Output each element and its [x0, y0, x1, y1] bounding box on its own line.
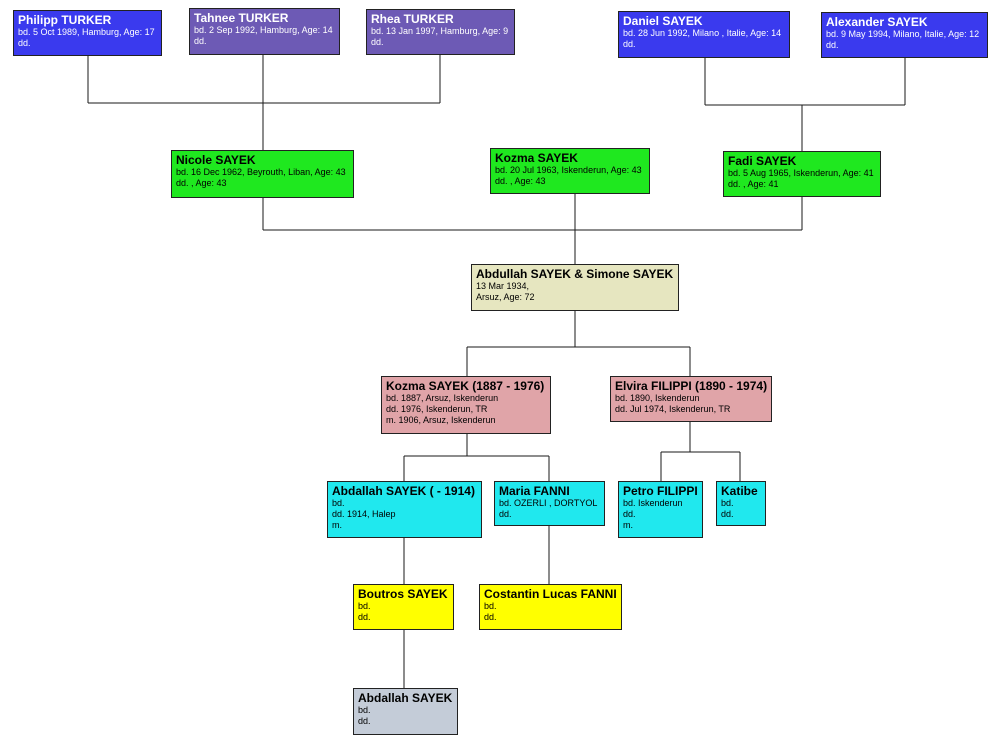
person-box-tahnee-turker[interactable]: Tahnee TURKER bd. 2 Sep 1992, Hamburg, A… [189, 8, 340, 55]
person-box-nicole-sayek[interactable]: Nicole SAYEK bd. 16 Dec 1962, Beyrouth, … [171, 150, 354, 198]
person-name: Costantin Lucas FANNI [484, 587, 617, 601]
person-detail: bd. [332, 498, 345, 508]
person-detail: dd. Jul 1974, Iskenderun, TR [615, 404, 731, 414]
person-detail: m. 1906, Arsuz, Iskenderun [386, 415, 496, 425]
person-detail: bd. [358, 601, 371, 611]
person-detail: m. [332, 520, 342, 530]
person-box-boutros-sayek[interactable]: Boutros SAYEK bd. dd. [353, 584, 454, 630]
person-box-katibe[interactable]: Katibe bd. dd. [716, 481, 766, 526]
person-box-rhea-turker[interactable]: Rhea TURKER bd. 13 Jan 1997, Hamburg, Ag… [366, 9, 515, 55]
person-detail: dd. [623, 509, 636, 519]
person-detail: bd. 20 Jul 1963, Iskenderun, Age: 43 [495, 165, 642, 175]
person-name: Elvira FILIPPI (1890 - 1974) [615, 379, 768, 393]
person-detail: bd. 9 May 1994, Milano, Italie, Age: 12 [826, 29, 980, 39]
person-detail: dd. [358, 716, 371, 726]
person-detail: dd. [484, 612, 497, 622]
person-box-alexander-sayek[interactable]: Alexander SAYEK bd. 9 May 1994, Milano, … [821, 12, 988, 58]
person-name: Fadi SAYEK [728, 154, 797, 168]
person-box-costantin-lucas-fanni[interactable]: Costantin Lucas FANNI bd. dd. [479, 584, 622, 630]
person-name: Alexander SAYEK [826, 15, 928, 29]
person-detail: bd. [358, 705, 371, 715]
person-detail: dd. [623, 39, 636, 49]
person-detail: dd. , Age: 41 [728, 179, 779, 189]
person-detail: bd. 5 Oct 1989, Hamburg, Age: 17 [18, 27, 155, 37]
person-name: Abdullah SAYEK & Simone SAYEK [476, 267, 674, 281]
person-detail: bd. Iskenderun [623, 498, 683, 508]
person-detail: bd. 1890, Iskenderun [615, 393, 700, 403]
person-detail: Arsuz, Age: 72 [476, 292, 535, 302]
person-name: Rhea TURKER [371, 12, 454, 26]
person-name: Kozma SAYEK [495, 151, 578, 165]
person-detail: dd. [371, 37, 384, 47]
person-detail: 13 Mar 1934, [476, 281, 530, 291]
person-box-kozma-sayek-1963[interactable]: Kozma SAYEK bd. 20 Jul 1963, Iskenderun,… [490, 148, 650, 194]
person-name: Philipp TURKER [18, 13, 112, 27]
person-detail: bd. [721, 498, 734, 508]
person-box-philipp-turker[interactable]: Philipp TURKER bd. 5 Oct 1989, Hamburg, … [13, 10, 162, 56]
person-name: Petro FILIPPI [623, 484, 698, 498]
person-detail: dd. [499, 509, 512, 519]
person-detail: dd. , Age: 43 [495, 176, 546, 186]
person-detail: dd. 1976, Iskenderun, TR [386, 404, 488, 414]
person-detail: dd. 1914, Halep [332, 509, 396, 519]
person-box-fadi-sayek[interactable]: Fadi SAYEK bd. 5 Aug 1965, Iskenderun, A… [723, 151, 881, 197]
person-box-abdallah-sayek-1914[interactable]: Abdallah SAYEK ( - 1914) bd. dd. 1914, H… [327, 481, 482, 538]
person-name: Nicole SAYEK [176, 153, 256, 167]
person-name: Tahnee TURKER [194, 11, 289, 25]
person-detail: m. [623, 520, 633, 530]
person-box-elvira-filippi[interactable]: Elvira FILIPPI (1890 - 1974) bd. 1890, I… [610, 376, 772, 422]
person-name: Abdallah SAYEK ( - 1914) [332, 484, 475, 498]
person-name: Kozma SAYEK (1887 - 1976) [386, 379, 545, 393]
person-detail: bd. 2 Sep 1992, Hamburg, Age: 14 [194, 25, 333, 35]
person-detail: bd. OZERLI , DORTYOL [499, 498, 598, 508]
person-box-abdullah-and-simone-sayek[interactable]: Abdullah SAYEK & Simone SAYEK 13 Mar 193… [471, 264, 679, 311]
person-box-daniel-sayek[interactable]: Daniel SAYEK bd. 28 Jun 1992, Milano , I… [618, 11, 790, 58]
person-box-abdallah-sayek-ancestor[interactable]: Abdallah SAYEK bd. dd. [353, 688, 458, 735]
person-name: Katibe [721, 484, 758, 498]
person-box-petro-filippi[interactable]: Petro FILIPPI bd. Iskenderun dd. m. [618, 481, 703, 538]
person-name: Abdallah SAYEK [358, 691, 453, 705]
person-detail: dd. [194, 36, 207, 46]
person-box-maria-fanni[interactable]: Maria FANNI bd. OZERLI , DORTYOL dd. [494, 481, 605, 526]
person-detail: dd. [18, 38, 31, 48]
person-detail: bd. 13 Jan 1997, Hamburg, Age: 9 [371, 26, 509, 36]
person-detail: dd. [358, 612, 371, 622]
person-detail: bd. 1887, Arsuz, Iskenderun [386, 393, 499, 403]
person-box-kozma-sayek-1887[interactable]: Kozma SAYEK (1887 - 1976) bd. 1887, Arsu… [381, 376, 551, 434]
person-detail: bd. 16 Dec 1962, Beyrouth, Liban, Age: 4… [176, 167, 346, 177]
person-detail: bd. [484, 601, 497, 611]
person-detail: bd. 28 Jun 1992, Milano , Italie, Age: 1… [623, 28, 782, 38]
person-name: Maria FANNI [499, 484, 570, 498]
person-detail: bd. 5 Aug 1965, Iskenderun, Age: 41 [728, 168, 874, 178]
person-detail: dd. [826, 40, 839, 50]
person-detail: dd. [721, 509, 734, 519]
person-name: Daniel SAYEK [623, 14, 703, 28]
person-name: Boutros SAYEK [358, 587, 448, 601]
person-detail: dd. , Age: 43 [176, 178, 227, 188]
